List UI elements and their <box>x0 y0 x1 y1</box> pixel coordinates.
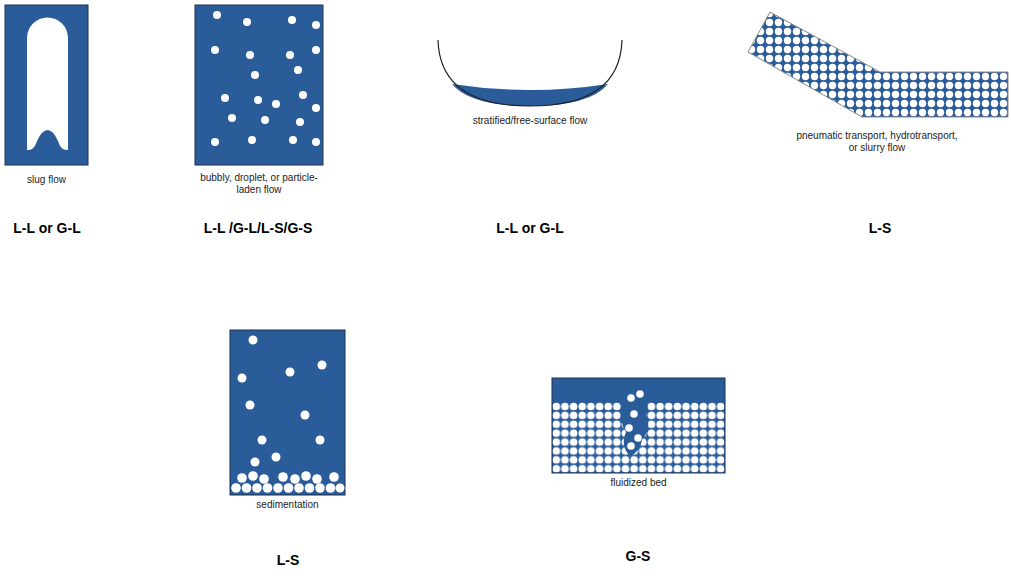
stratified-flow-figure <box>438 40 622 106</box>
flow-caption: sedimentation <box>230 499 345 511</box>
slug-flow-panel: slug flow <box>5 5 88 190</box>
pneumatic-transport-figure <box>748 12 1008 117</box>
phase-label: L-L /G-L/L-S/G-S <box>204 220 313 236</box>
phase-label: L-L or G-L <box>13 220 80 236</box>
phase-label: L-S <box>277 552 300 568</box>
phase-label: L-S <box>869 220 892 236</box>
sedimentation-panel: sedimentation <box>230 330 345 515</box>
flow-caption: pneumatic transport, hydrotransport, or … <box>793 130 961 154</box>
pneumatic-transport-panel: pneumatic transport, hydrotransport, or … <box>745 10 1009 158</box>
fluidized-bed-figure <box>552 378 725 473</box>
slug-flow-figure <box>5 5 88 165</box>
stratified-flow-panel: stratified/free-surface flow <box>435 35 625 131</box>
phase-label: G-S <box>626 548 651 564</box>
flow-caption: fluidized bed <box>552 477 725 489</box>
flow-caption: stratified/free-surface flow <box>435 115 625 127</box>
fluidized-bed-panel: fluidized bed <box>552 378 725 493</box>
bubbly-flow-panel: bubbly, droplet, or particle-laden flow <box>190 5 328 200</box>
bubbly-flow-figure <box>195 5 323 165</box>
sedimentation-figure <box>230 330 345 495</box>
phase-label: L-L or G-L <box>496 220 563 236</box>
flow-caption: bubbly, droplet, or particle-laden flow <box>197 172 321 196</box>
flow-caption: slug flow <box>5 174 88 186</box>
